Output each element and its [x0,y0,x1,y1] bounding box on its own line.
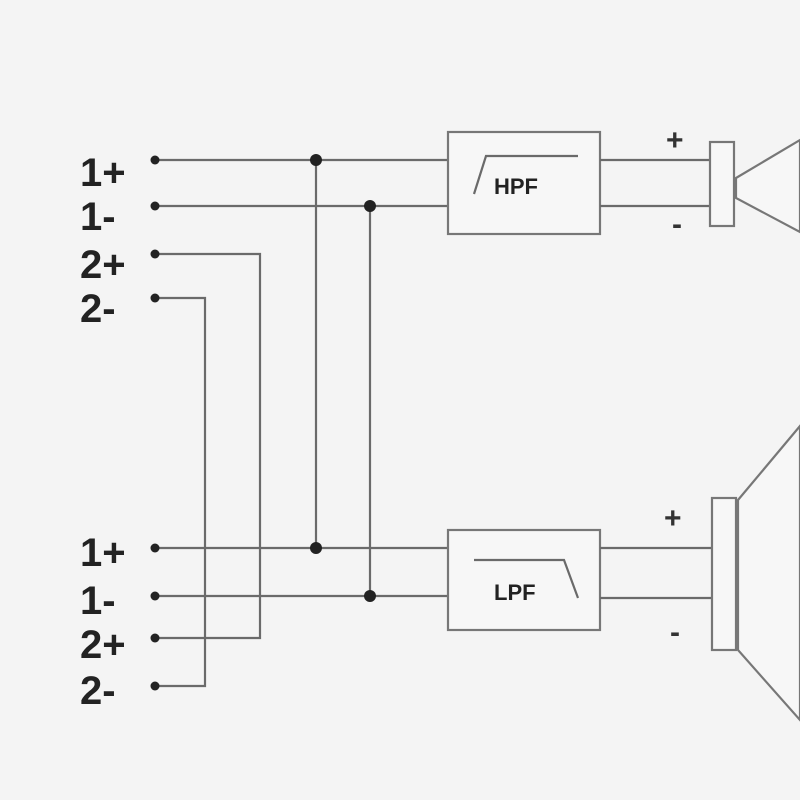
terminal-dot [150,293,160,303]
terminal-dot [150,543,160,553]
top-terminal-1-minus-label: 1- [80,195,116,239]
junction-dot [310,542,322,554]
woofer-speaker-icon [710,424,800,722]
tweeter-plus-label: + [666,124,684,157]
bottom-terminal-2-minus-label: 2- [80,669,116,713]
terminal-dot [150,633,160,643]
top-terminal-2-minus-label: 2- [80,287,116,331]
terminal-dot [150,201,160,211]
top-terminal-2-plus-label: 2+ [80,243,126,287]
bottom-terminal-1-minus-label: 1- [80,579,116,623]
hpf-slope-symbol [472,154,578,195]
bottom-terminal-2-plus-label: 2+ [80,623,126,667]
top-terminal-1-plus-label: 1+ [80,151,126,195]
lpf-slope-symbol [474,558,580,599]
junction-dot [364,200,376,212]
lpf-label: LPF [494,580,536,605]
tweeter-minus-label: - [672,208,682,241]
junction-dot [310,154,322,166]
tweeter-speaker-icon [708,138,800,234]
wire-2-minus-loop [155,296,207,688]
hpf-block [446,130,602,236]
terminal-dot [150,681,160,691]
hpf-label: HPF [494,174,538,199]
woofer-plus-label: + [664,502,682,535]
terminal-dot [150,155,160,165]
wire-2-plus-loop [155,252,262,640]
bottom-terminal-1-plus-label: 1+ [80,531,126,575]
lpf-block [446,528,602,632]
junction-dot [364,590,376,602]
woofer-minus-label: - [670,616,680,649]
terminal-dot [150,591,160,601]
terminal-dot [150,249,160,259]
